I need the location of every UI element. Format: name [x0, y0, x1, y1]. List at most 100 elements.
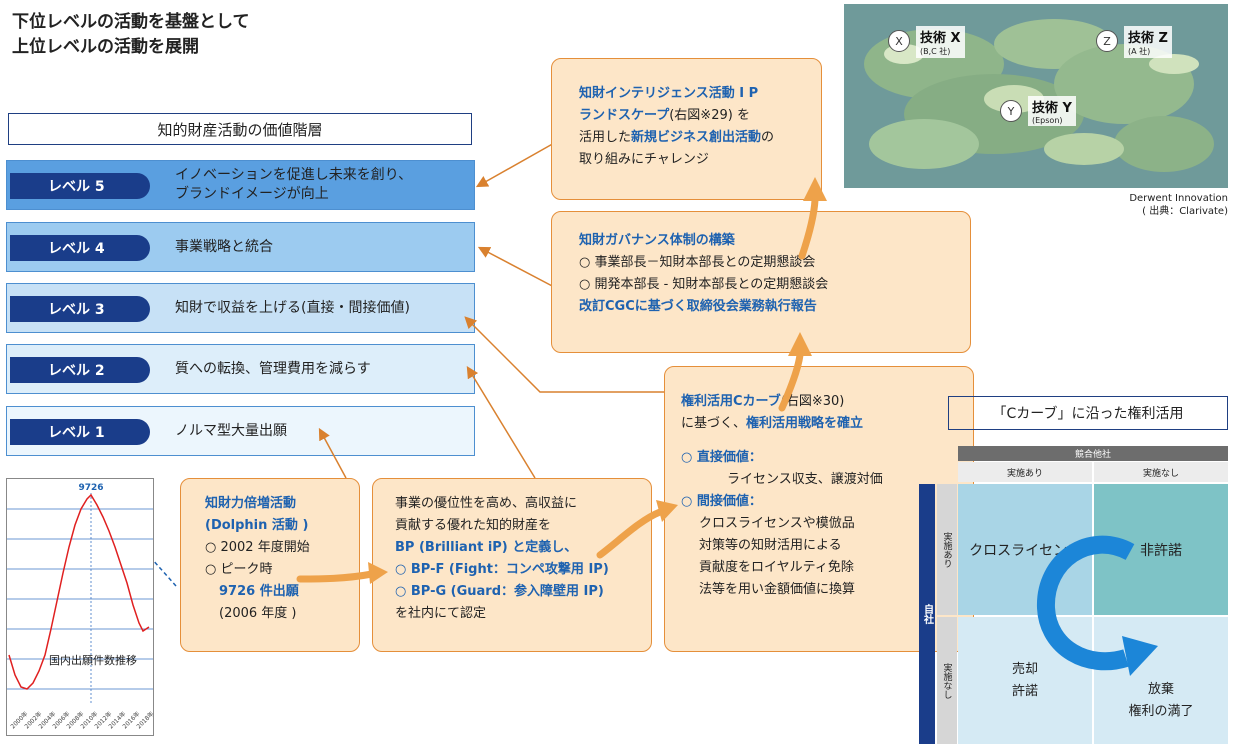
dolphin-line-2: ○ ピーク時 [205, 562, 273, 577]
dolphin-title-1: 知財力倍増活動 [205, 496, 297, 511]
self-header: 自社 [919, 484, 935, 744]
flow-arrow-dolphin-to-bp [296, 570, 376, 583]
quadrant-sell-1: 売却 [1011, 661, 1038, 677]
level-2-row: レベル 2 質への転換、管理費用を減らす [6, 344, 475, 394]
filings-chart-svg: 9726 国内出願件数推移 2000年 2002年 2004年 2006年 20… [7, 483, 155, 730]
flow-arrow-dolphin-to-bp-head [368, 562, 388, 584]
governance-line-2: ○ 開発本部長 - 知財本部長との定期懇談会 [579, 277, 829, 292]
competitor-col-yes: 実施あり [958, 462, 1092, 482]
level-4-tag: レベル 4 [10, 235, 150, 261]
level-1-description: ノルマ型大量出願 [175, 422, 287, 439]
quadrant-sell-2: 許諾 [1011, 683, 1038, 699]
map-label-y: 技術 Y (Epson) [1028, 96, 1076, 126]
quadrant-abandon-2: 権利の満了 [1128, 703, 1194, 719]
map-marker-z: Z [1096, 30, 1118, 52]
level-4-description: 事業戦略と統合 [175, 238, 273, 255]
ip-landscape-line-2a: ランドスケープ [579, 108, 670, 123]
level-5-desc-line-2: ブランドイメージが向上 [175, 186, 329, 202]
direct-value-title: ○ 直接価値： [681, 450, 762, 465]
map-label-z-sub: (A 社) [1128, 47, 1151, 56]
ccurve-line-2b: 権利活用戦略を確立 [746, 416, 864, 431]
governance-title: 知財ガバナンス体制の構築 [579, 233, 735, 248]
bp-line-6: を社内にて認定 [395, 606, 487, 621]
competitor-col-no: 実施なし [1094, 462, 1228, 482]
hierarchy-title: 知的財産活動の価値階層 [8, 113, 472, 145]
bp-box: 事業の優位性を高め、高収益に 貢献する優れた知的財産を BP (Brillian… [372, 478, 652, 652]
map-marker-x: X [888, 30, 910, 52]
ip-landscape-line-4: 取り組みにチャレンジ [579, 152, 709, 167]
self-row-yes: 実施あり [937, 484, 957, 615]
filings-caption: 国内出願件数推移 [49, 653, 137, 667]
level-1-tag: レベル 1 [10, 419, 150, 445]
self-row-no: 実施なし [937, 617, 957, 744]
dolphin-line-4: (2006 年度 ) [219, 606, 297, 621]
quadrant-abandon-1: 放棄 [1147, 681, 1174, 697]
ccurve-line-2a: に基づく、 [681, 416, 747, 431]
governance-line-3: 改訂CGCに基づく取締役会業務執行報告 [579, 299, 817, 314]
competitor-header: 競合他社 [958, 446, 1228, 461]
flow-arrow-governance-to-landscape-head [803, 177, 827, 201]
ccurve-line-1b: (右図※30) [780, 394, 845, 409]
map-label-z: 技術 Z (A 社) [1124, 26, 1172, 58]
bp-line-4: ○ BP-F (Fight：コンペ攻撃用 IP) [395, 562, 609, 577]
map-caption-1: Derwent Innovation [1129, 193, 1228, 204]
flow-arrow-ccurve-to-governance [778, 351, 804, 412]
direct-value-text: ライセンス収支、譲渡対価 [727, 472, 883, 487]
ip-landscape-line-3c: の [761, 130, 775, 145]
indirect-value-title: ○ 間接価値： [681, 494, 762, 509]
ip-landscape-line-2b: (右図※29) を [669, 108, 750, 123]
dolphin-box: 知財力倍増活動 (Dolphin 活動 ) ○ 2002 年度開始 ○ ピーク時… [180, 478, 360, 652]
level-5-tag: レベル 5 [10, 173, 150, 199]
quadrant-sell-license: 売却 許諾 [958, 617, 1092, 744]
indirect-value-line-1: クロスライセンスや模倣品 [699, 516, 855, 531]
level-2-description: 質への転換、管理費用を減らす [175, 360, 371, 377]
dolphin-title-2: (Dolphin 活動 ) [205, 518, 309, 533]
arrow-ccurve-to-level3 [464, 316, 666, 393]
c-curve-panel-title: 「Cカーブ」に沿った権利活用 [948, 396, 1228, 430]
quadrant-cross-license: クロスライセンス [958, 484, 1092, 615]
map-label-x: 技術 X (B,C 社) [916, 26, 965, 58]
level-3-row: レベル 3 知財で収益を上げる(直接・間接価値) [6, 283, 475, 333]
level-2-tag: レベル 2 [10, 357, 150, 383]
indirect-value-line-2: 対策等の知財活用による [699, 538, 842, 553]
map-label-x-title: 技術 X [920, 31, 961, 46]
indirect-value-line-3: 貢献度をロイヤルティ免除 [699, 560, 854, 575]
map-label-y-title: 技術 Y [1032, 101, 1072, 116]
flow-arrow-ccurve-to-governance-head [788, 332, 812, 356]
bp-line-1: 事業の優位性を高め、高収益に [395, 496, 578, 511]
level-5-description: イノベーションを促進し未来を創り、 ブランドイメージが向上 [175, 161, 412, 209]
arrow-landscape-to-level5 [475, 141, 557, 188]
arrow-dolphin-to-level1 [318, 427, 347, 479]
flow-arrow-bp-to-ccurve [596, 508, 664, 559]
level-3-description: 知財で収益を上げる(直接・間接価値) [175, 299, 410, 316]
bp-line-3: BP (Brilliant iP) と定義し、 [395, 540, 578, 555]
ip-landscape-box: 知財インテリジェンス活動 I P ランドスケープ(右図※29) を 活用した新規… [551, 58, 822, 200]
flow-arrow-bp-to-ccurve-head [656, 500, 678, 522]
ccurve-line-1a: 権利活用Cカーブ [681, 394, 781, 409]
ip-landscape-line-3a: 活用した [579, 130, 632, 145]
filings-trend-line [8, 493, 150, 690]
governance-box: 知財ガバナンス体制の構築 ○ 事業部長－知財本部長との定期懇談会 ○ 開発本部長… [551, 211, 971, 353]
headline-line-2: 上位レベルの活動を展開 [12, 37, 199, 57]
bp-line-2: 貢献する優れた知的財産を [395, 518, 552, 533]
headline: 下位レベルの活動を基盤として 上位レベルの活動を展開 [12, 10, 250, 60]
arrow-governance-to-level4 [477, 246, 557, 289]
dolphin-line-3: 9726 件出願 [219, 584, 299, 599]
map-marker-y: Y [1000, 100, 1022, 122]
arrow-bp-to-level2 [466, 365, 536, 479]
map-label-z-title: 技術 Z [1128, 31, 1168, 46]
governance-line-1: ○ 事業部長－知財本部長との定期懇談会 [579, 255, 816, 270]
map-label-y-sub: (Epson) [1032, 116, 1063, 125]
map-caption: Derwent Innovation ( 出典：Clarivate) [1080, 192, 1228, 218]
ip-landscape-line-3b: 新規ビジネス創出活動 [631, 130, 762, 145]
dolphin-line-1: ○ 2002 年度開始 [205, 540, 310, 555]
level-4-row: レベル 4 事業戦略と統合 [6, 222, 475, 272]
quadrant-abandon: 放棄 権利の満了 [1094, 617, 1228, 744]
level-1-row: レベル 1 ノルマ型大量出願 [6, 406, 475, 456]
c-curve-arrow-icon [1036, 535, 1158, 676]
level-3-tag: レベル 3 [10, 296, 150, 322]
map-label-x-sub: (B,C 社) [920, 47, 951, 56]
map-caption-2: ( 出典：Clarivate) [1142, 206, 1228, 217]
filings-chart: 9726 国内出願件数推移 2000年 2002年 2004年 2006年 20… [6, 478, 155, 736]
